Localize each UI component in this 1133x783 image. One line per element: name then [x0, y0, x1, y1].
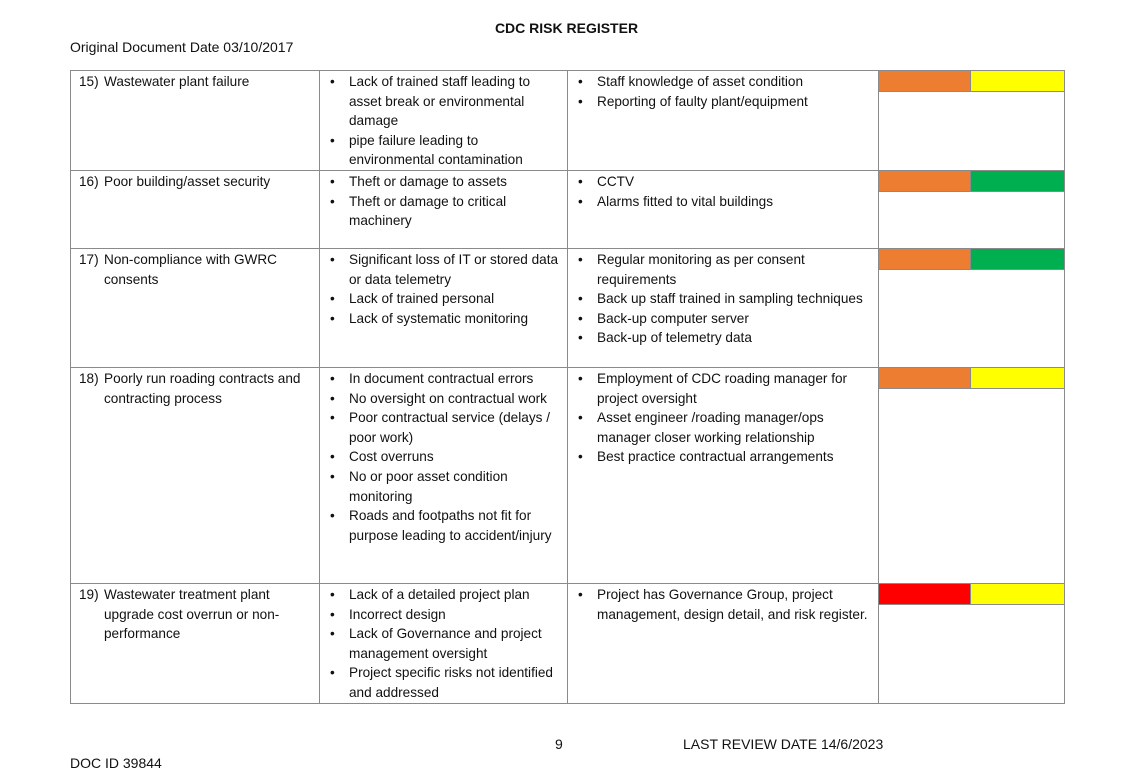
risk-description: Wastewater treatment plant upgrade cost …	[104, 586, 280, 642]
control-item: CCTV	[578, 172, 872, 192]
causes-cell: Lack of trained staff leading to asset b…	[319, 70, 568, 171]
original-document-date: Original Document Date 03/10/2017	[70, 39, 294, 55]
causes-cell: Significant loss of IT or stored data or…	[319, 247, 568, 368]
rating-swatches	[879, 367, 1064, 389]
cause-item: Lack of a detailed project plan	[330, 585, 561, 605]
cause-item: Cost overruns	[330, 447, 561, 467]
rating-swatch-red	[879, 583, 971, 604]
control-item: Staff knowledge of asset condition	[578, 72, 872, 92]
controls-list: Employment of CDC roading manager for pr…	[568, 368, 878, 467]
controls-list: CCTV Alarms fitted to vital buildings	[568, 171, 878, 211]
risk-number: 18)	[79, 370, 99, 386]
risk-cell: 18) Poorly run roading contracts and cont…	[70, 366, 320, 584]
risk-register-table: 15) Wastewater plant failure Lack of trai…	[70, 70, 1065, 704]
control-item: Back-up of telemetry data	[578, 328, 872, 348]
cause-item: Lack of systematic monitoring	[330, 309, 561, 329]
risk-number: 16)	[79, 173, 99, 189]
cause-item: Lack of trained personal	[330, 289, 561, 309]
control-item: Alarms fitted to vital buildings	[578, 192, 872, 212]
causes-list: In document contractual errors No oversi…	[320, 368, 567, 545]
rating-cell	[878, 582, 1065, 704]
cause-item: Theft or damage to critical machinery	[330, 192, 561, 231]
cause-item: Lack of trained staff leading to asset b…	[330, 72, 561, 131]
risk-description: Poorly run roading contracts and contrac…	[104, 370, 301, 406]
cause-item: Poor contractual service (delays / poor …	[330, 408, 561, 447]
rating-swatch-green	[971, 170, 1064, 191]
control-item: Project has Governance Group, project ma…	[578, 585, 872, 624]
controls-list: Regular monitoring as per consent requir…	[568, 249, 878, 348]
risk-row-15: 15) Wastewater plant failure Lack of trai…	[70, 70, 1065, 171]
causes-list: Lack of trained staff leading to asset b…	[320, 71, 567, 170]
controls-cell: Employment of CDC roading manager for pr…	[567, 366, 879, 584]
control-item: Employment of CDC roading manager for pr…	[578, 369, 872, 408]
rating-swatch-yellow	[971, 583, 1064, 604]
rating-swatch-green	[971, 248, 1064, 269]
rating-swatch-yellow	[971, 71, 1064, 91]
causes-list: Lack of a detailed project plan Incorrec…	[320, 584, 567, 703]
rating-swatch-orange	[879, 367, 971, 388]
causes-list: Theft or damage to assets Theft or damag…	[320, 171, 567, 231]
risk-cell: 17) Non-compliance with GWRC consents	[70, 247, 320, 368]
control-item: Back up staff trained in sampling techni…	[578, 289, 872, 309]
control-item: Regular monitoring as per consent requir…	[578, 250, 872, 289]
rating-cell	[878, 247, 1065, 368]
control-item: Back-up computer server	[578, 309, 872, 329]
risk-cell: 16) Poor building/asset security	[70, 169, 320, 249]
risk-cell: 19) Wastewater treatment plant upgrade co…	[70, 582, 320, 704]
cause-item: Theft or damage to assets	[330, 172, 561, 192]
rating-cell	[878, 366, 1065, 584]
risk-row-17: 17) Non-compliance with GWRC consents Sig…	[70, 247, 1065, 368]
cause-item: pipe failure leading to environmental co…	[330, 131, 561, 170]
doc-id: DOC ID 39844	[70, 755, 162, 771]
cause-item: No oversight on contractual work	[330, 389, 561, 409]
rating-swatch-orange	[879, 170, 971, 191]
risk-number: 19)	[79, 586, 99, 602]
cause-item: Roads and footpaths not fit for purpose …	[330, 506, 561, 545]
cause-item: Lack of Governance and project managemen…	[330, 624, 561, 663]
rating-cell	[878, 70, 1065, 171]
risk-description: Poor building/asset security	[104, 173, 271, 189]
rating-swatches	[879, 170, 1064, 192]
rating-swatches	[879, 583, 1064, 605]
risk-description: Wastewater plant failure	[104, 74, 250, 89]
controls-list: Project has Governance Group, project ma…	[568, 584, 878, 624]
causes-cell: In document contractual errors No oversi…	[319, 366, 568, 584]
controls-cell: Staff knowledge of asset condition Repor…	[567, 70, 879, 171]
rating-swatch-orange	[879, 71, 971, 91]
cause-item: Significant loss of IT or stored data or…	[330, 250, 561, 289]
risk-number: 15)	[79, 74, 99, 89]
rating-swatches	[879, 248, 1064, 270]
controls-cell: Project has Governance Group, project ma…	[567, 582, 879, 704]
risk-description: Non-compliance with GWRC consents	[104, 251, 277, 287]
causes-cell: Theft or damage to assets Theft or damag…	[319, 169, 568, 249]
control-item: Reporting of faulty plant/equipment	[578, 92, 872, 112]
control-item: Asset engineer /roading manager/ops mana…	[578, 408, 872, 447]
document-title: CDC RISK REGISTER	[494, 20, 639, 36]
risk-register-body: 15) Wastewater plant failure Lack of trai…	[70, 70, 1065, 704]
cause-item: In document contractual errors	[330, 369, 561, 389]
rating-swatches	[879, 71, 1064, 92]
rating-swatch-orange	[879, 248, 971, 269]
rating-cell	[878, 169, 1065, 249]
page-number: 9	[555, 736, 563, 752]
control-item: Best practice contractual arrangements	[578, 447, 872, 467]
controls-cell: Regular monitoring as per consent requir…	[567, 247, 879, 368]
cause-item: No or poor asset condition monitoring	[330, 467, 561, 506]
cause-item: Incorrect design	[330, 605, 561, 625]
rating-swatch-yellow	[971, 367, 1064, 388]
risk-number: 17)	[79, 251, 99, 267]
risk-cell: 15) Wastewater plant failure	[70, 70, 320, 171]
risk-row-18: 18) Poorly run roading contracts and cont…	[70, 366, 1065, 584]
controls-list: Staff knowledge of asset condition Repor…	[568, 71, 878, 111]
last-review-date: LAST REVIEW DATE 14/6/2023	[683, 736, 884, 752]
causes-cell: Lack of a detailed project plan Incorrec…	[319, 582, 568, 704]
risk-row-16: 16) Poor building/asset security Theft or…	[70, 169, 1065, 249]
risk-row-19: 19) Wastewater treatment plant upgrade co…	[70, 582, 1065, 704]
causes-list: Significant loss of IT or stored data or…	[320, 249, 567, 328]
controls-cell: CCTV Alarms fitted to vital buildings	[567, 169, 879, 249]
cause-item: Project specific risks not identified an…	[330, 663, 561, 702]
